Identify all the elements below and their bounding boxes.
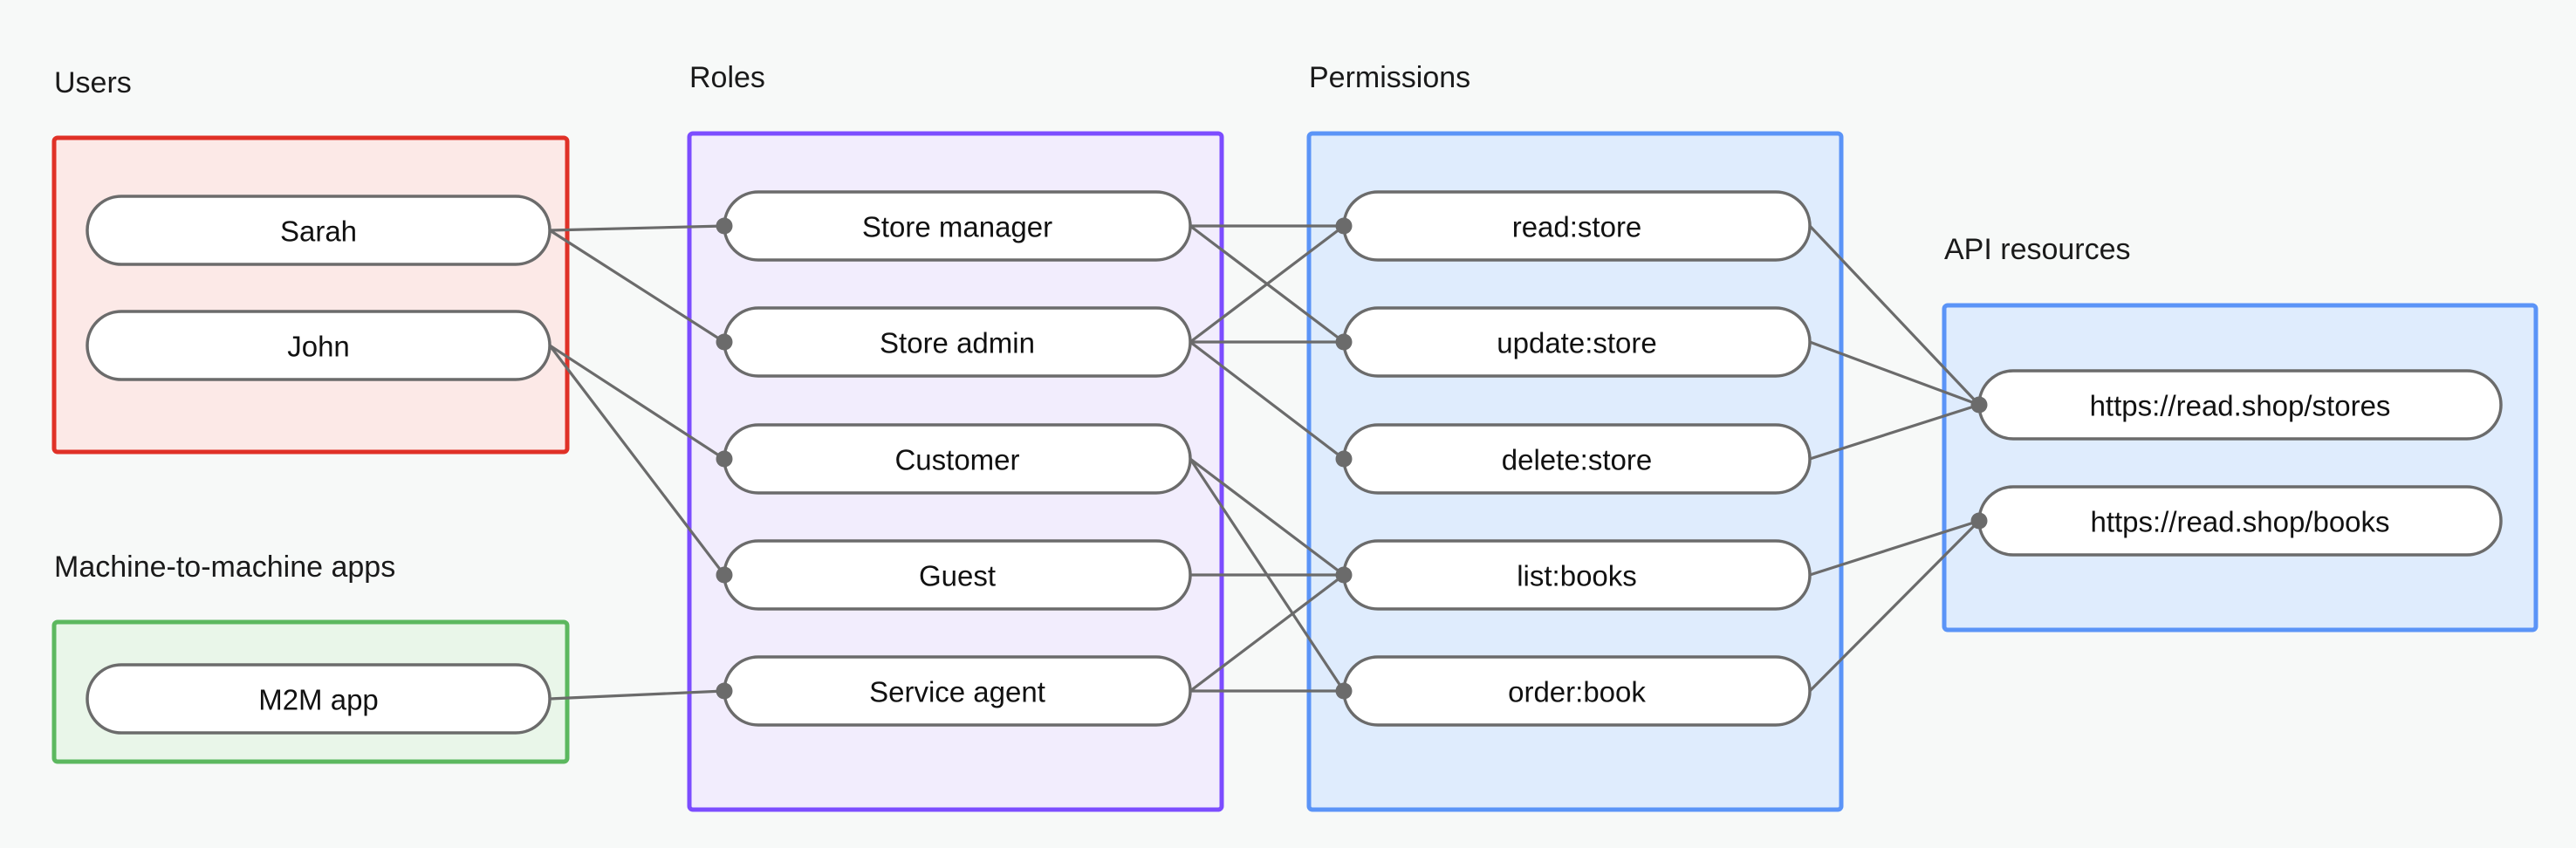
edge-endpoint-service_agent — [716, 682, 733, 700]
edge-endpoint-list_books — [1335, 566, 1353, 584]
edge-endpoint-guest — [716, 566, 733, 584]
edge-list_books-to-res_books — [1809, 519, 1980, 577]
group-container-api_resources — [1942, 303, 2538, 633]
node-label-store_admin: Store admin — [880, 327, 1035, 359]
edge-sarah-to-store_manager — [549, 224, 725, 232]
group-label-roles: Roles — [689, 61, 765, 94]
node-label-john: John — [287, 331, 350, 363]
node-label-order_book: order:book — [1508, 676, 1646, 708]
node-m2mapp[interactable] — [86, 663, 552, 735]
edge-read_store-to-res_stores — [1808, 224, 1981, 407]
group-label-permissions: Permissions — [1309, 61, 1470, 94]
node-label-res_books: https://read.shop/books — [2090, 506, 2389, 538]
node-label-m2mapp: M2M app — [258, 684, 379, 716]
edge-order_book-to-res_books — [1808, 519, 1981, 693]
node-label-sarah: Sarah — [280, 215, 357, 248]
edge-john-to-guest — [548, 345, 726, 576]
node-john[interactable] — [86, 310, 552, 381]
group-label-users: Users — [54, 66, 132, 99]
edge-endpoint-store_admin — [716, 333, 733, 351]
node-label-service_agent: Service agent — [869, 676, 1045, 708]
node-label-update_store: update:store — [1497, 327, 1656, 359]
edge-endpoint-order_book — [1335, 682, 1353, 700]
edge-layer — [548, 224, 1981, 701]
node-label-guest: Guest — [919, 560, 996, 592]
group-container-users — [51, 135, 570, 455]
group-label-api_resources: API resources — [1944, 233, 2131, 266]
edge-endpoint-update_store — [1335, 333, 1353, 351]
edge-store_admin-to-delete_store — [1189, 340, 1345, 461]
edge-endpoint-read_store — [1335, 217, 1353, 235]
edge-endpoint-res_stores — [1970, 396, 1988, 414]
edge-customer-to-list_books — [1189, 457, 1345, 577]
node-label-store_manager: Store manager — [862, 211, 1052, 243]
node-label-customer: Customer — [894, 444, 1019, 476]
node-label-delete_store: delete:store — [1502, 444, 1652, 476]
group-label-m2m: Machine-to-machine apps — [54, 551, 395, 584]
edge-endpoint-delete_store — [1335, 450, 1353, 468]
edge-sarah-to-store_admin — [549, 229, 725, 344]
edge-service_agent-to-list_books — [1189, 573, 1345, 693]
edge-delete_store-to-res_stores — [1809, 403, 1980, 461]
edge-john-to-customer — [549, 344, 725, 461]
edge-endpoint-customer — [716, 450, 733, 468]
endpoint-layer — [716, 217, 1988, 700]
edge-endpoint-store_manager — [716, 217, 733, 235]
edge-m2mapp-to-service_agent — [549, 689, 725, 701]
node-label-read_store: read:store — [1512, 211, 1642, 243]
node-label-res_stores: https://read.shop/stores — [2090, 390, 2391, 422]
edge-store_admin-to-read_store — [1189, 224, 1345, 344]
node-label-list_books: list:books — [1517, 560, 1637, 592]
edge-endpoint-res_books — [1970, 512, 1988, 530]
edge-update_store-to-res_stores — [1809, 340, 1980, 407]
node-sarah[interactable] — [86, 195, 552, 266]
